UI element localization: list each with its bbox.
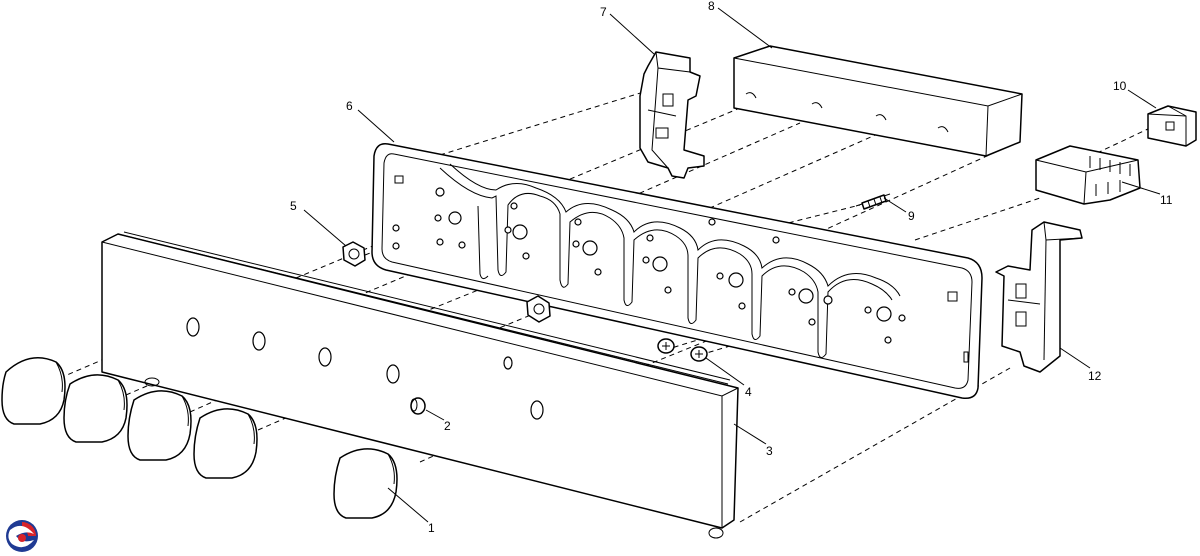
knob-4 xyxy=(193,408,258,479)
knob-2 xyxy=(63,374,128,443)
pin-part-2 xyxy=(410,397,426,415)
bracket-part-7 xyxy=(639,51,705,179)
control-knobs xyxy=(1,357,398,519)
knob-5 xyxy=(333,448,398,519)
knob-1 xyxy=(1,357,66,425)
block-part-8 xyxy=(733,45,1023,157)
callout-8: 8 xyxy=(708,0,715,13)
rear-panel-frame xyxy=(371,143,983,400)
callout-9: 9 xyxy=(908,209,915,223)
callout-3: 3 xyxy=(766,444,773,458)
front-panel xyxy=(101,231,739,539)
screw-part-9 xyxy=(855,193,891,210)
callout-labels: 1 2 3 4 5 6 7 8 9 10 11 12 xyxy=(290,0,1173,535)
switch-part-11 xyxy=(1035,145,1141,205)
callout-5: 5 xyxy=(290,199,297,213)
screws-part-4 xyxy=(657,338,708,362)
callout-6: 6 xyxy=(346,99,353,113)
callout-4: 4 xyxy=(745,385,752,399)
rear-panel-holes xyxy=(392,187,906,344)
connector-part-10 xyxy=(1147,105,1197,147)
callout-12: 12 xyxy=(1088,369,1102,383)
callout-7: 7 xyxy=(600,5,607,19)
callout-10: 10 xyxy=(1113,79,1127,93)
nut-part-5 xyxy=(342,241,366,267)
bracket-part-12 xyxy=(995,221,1083,373)
nut-center xyxy=(526,295,551,323)
callout-2: 2 xyxy=(444,419,451,433)
callout-11: 11 xyxy=(1160,193,1173,207)
callout-1: 1 xyxy=(428,521,435,535)
brand-logo-icon xyxy=(6,520,38,552)
knob-3 xyxy=(127,390,192,461)
leader-lines xyxy=(303,7,1161,523)
